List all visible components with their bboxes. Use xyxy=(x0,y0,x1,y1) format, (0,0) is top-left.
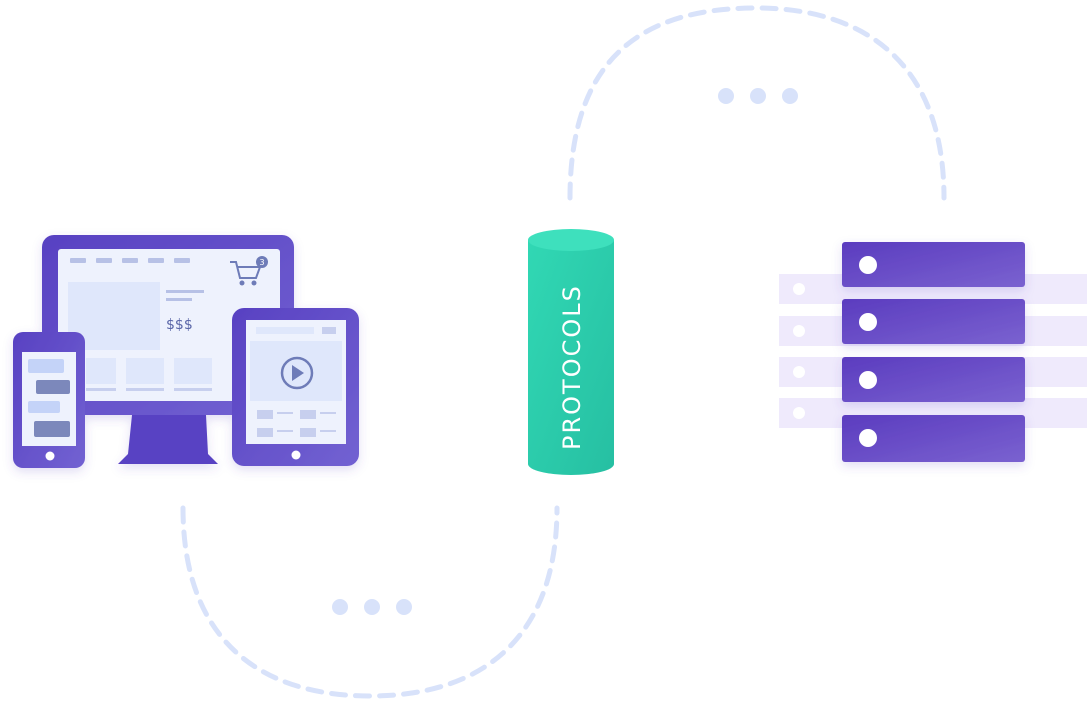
server-unit xyxy=(842,357,1025,402)
dashed-connector-bottom xyxy=(180,505,560,699)
server-led-icon xyxy=(859,371,877,389)
ellipsis-dot xyxy=(718,88,734,104)
price-label: $$$ xyxy=(166,317,193,333)
ellipsis-dot xyxy=(332,599,348,615)
ellipsis-dot xyxy=(750,88,766,104)
server-unit xyxy=(842,242,1025,287)
server-rack xyxy=(779,242,1087,462)
server-led-icon xyxy=(859,313,877,331)
ellipsis-dot xyxy=(396,599,412,615)
cart-badge-count: 3 xyxy=(260,258,265,267)
chat-bubble xyxy=(34,421,70,437)
client-devices: $$$ 3 xyxy=(13,235,359,468)
shopping-cart-icon: 3 xyxy=(230,256,268,286)
play-icon xyxy=(280,356,314,390)
tablet-icon xyxy=(232,308,359,466)
protocols-cylinder: PROTOCOLS xyxy=(528,229,614,475)
dashed-connector-top xyxy=(567,5,947,201)
phone-icon xyxy=(13,332,85,468)
ellipsis-dot xyxy=(364,599,380,615)
protocols-label: PROTOCOLS xyxy=(558,284,586,450)
server-ghost-layer xyxy=(779,274,1087,428)
server-unit xyxy=(842,299,1025,344)
cart-badge xyxy=(256,256,268,268)
phone-home-button xyxy=(45,451,55,461)
server-led-icon xyxy=(859,429,877,447)
server-led-icon xyxy=(859,256,877,274)
chat-bubble xyxy=(28,359,64,373)
chat-bubble xyxy=(28,401,60,413)
ellipsis-dot xyxy=(782,88,798,104)
server-unit xyxy=(842,415,1025,462)
tablet-home-button xyxy=(291,450,301,460)
chat-bubble xyxy=(36,380,70,394)
